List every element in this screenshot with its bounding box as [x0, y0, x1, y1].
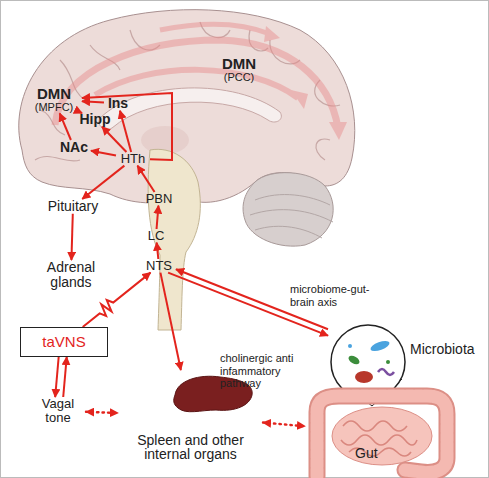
- arrow-connector: [55, 357, 58, 397]
- arrow-connector: [60, 113, 71, 140]
- node-text: NTS: [146, 259, 172, 273]
- corpus-callosum: [99, 88, 281, 129]
- arrow-connector: [102, 127, 126, 152]
- arrow-connector: [82, 166, 124, 199]
- node-text: Vagal tone: [30, 397, 86, 424]
- node-text: NAc: [60, 140, 88, 155]
- brain-illustration: [19, 10, 355, 330]
- region-label: NTS: [142, 259, 176, 273]
- gut-organ: Gut: [305, 388, 455, 478]
- arrow-connector: [63, 357, 66, 397]
- region-label: PBN: [142, 192, 176, 206]
- region-label: Ins: [104, 96, 132, 111]
- brainstem: [148, 149, 200, 330]
- dotted-connector: [263, 423, 305, 427]
- node-text: taVNS: [42, 334, 85, 350]
- node-text: Pituitary: [48, 199, 99, 214]
- node-text: Gut: [355, 446, 378, 461]
- network-label: DMN(PCC): [212, 56, 266, 83]
- node-text: Adrenal glands: [38, 260, 104, 289]
- arrow-connector: [83, 273, 151, 327]
- arrow-connector: [160, 273, 180, 370]
- arrow-connector: [82, 101, 104, 102]
- cerebellum-folia: [250, 195, 333, 238]
- dotted-connector: [86, 412, 118, 413]
- node-text: HTh: [121, 152, 146, 166]
- arrow-connector: [120, 111, 131, 152]
- region-label: LC: [144, 229, 168, 243]
- network-arrows: [55, 24, 347, 140]
- pathway-label: microbiome-gut-brain axis: [290, 283, 378, 308]
- arrow-connector: [157, 206, 159, 229]
- arrow-connector: [157, 243, 159, 259]
- node-text: Microbiota: [410, 342, 475, 357]
- effect-label: Vagal tone: [30, 397, 86, 424]
- arrow-connector: [71, 214, 72, 260]
- gyri: [35, 22, 340, 161]
- network-label: DMN(MPFC): [26, 86, 82, 113]
- node-text: (PCC): [224, 72, 255, 84]
- region-label: NAc: [57, 140, 91, 155]
- node-text: Hipp: [79, 112, 110, 127]
- node-text: LC: [148, 229, 165, 243]
- gut-organ-shape: [305, 388, 455, 478]
- stimulus-box: taVNS: [20, 327, 108, 357]
- arrow-connector: [91, 151, 116, 156]
- node-text: DMN: [37, 86, 71, 102]
- node-text: (MPFC): [35, 102, 74, 114]
- pathway-label: cholinergic anti infammatory pathway: [220, 352, 306, 390]
- node-text: Spleen and other internal organs: [118, 433, 263, 462]
- region-label: Hipp: [77, 112, 113, 127]
- node-text: PBN: [146, 192, 173, 206]
- organ-label: Adrenal glands: [38, 260, 104, 289]
- node-text: Ins: [108, 96, 128, 111]
- node-text: DMN: [222, 56, 256, 72]
- arrow-connector: [137, 166, 154, 192]
- cerebellum: [243, 173, 333, 247]
- organ-label: Pituitary: [36, 199, 110, 214]
- region-label: HTh: [116, 152, 150, 166]
